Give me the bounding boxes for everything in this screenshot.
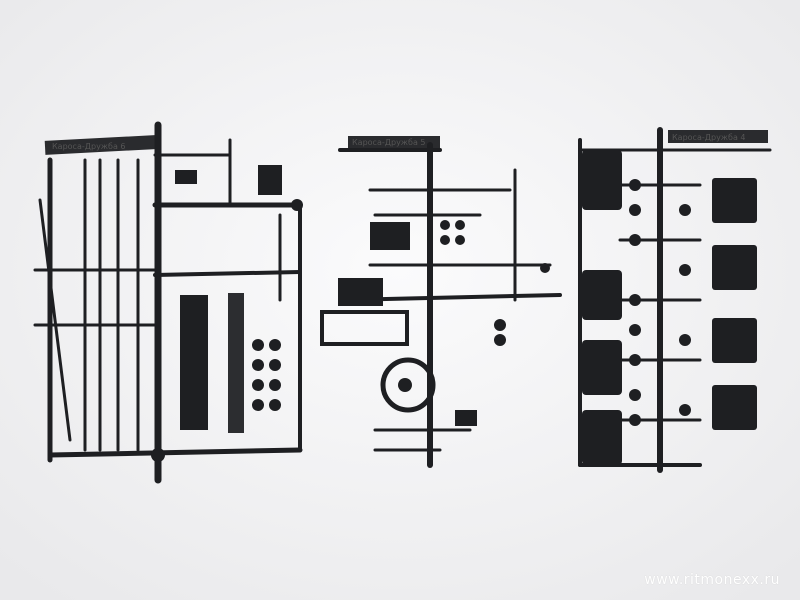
- watermark: www.ritmonexx.ru: [644, 572, 780, 588]
- sprue-4: Кароса-Дружба 4: [578, 127, 772, 473]
- sprue-5: Кароса-Дружба 5: [320, 136, 562, 468]
- sprue-6-label: Кароса-Дружба 6: [52, 142, 125, 151]
- sprue-6: Кароса-Дружба 6: [33, 121, 303, 484]
- sprue-4-label: Кароса-Дружба 4: [672, 133, 745, 142]
- sprue-5-label: Кароса-Дружба 5: [352, 138, 425, 147]
